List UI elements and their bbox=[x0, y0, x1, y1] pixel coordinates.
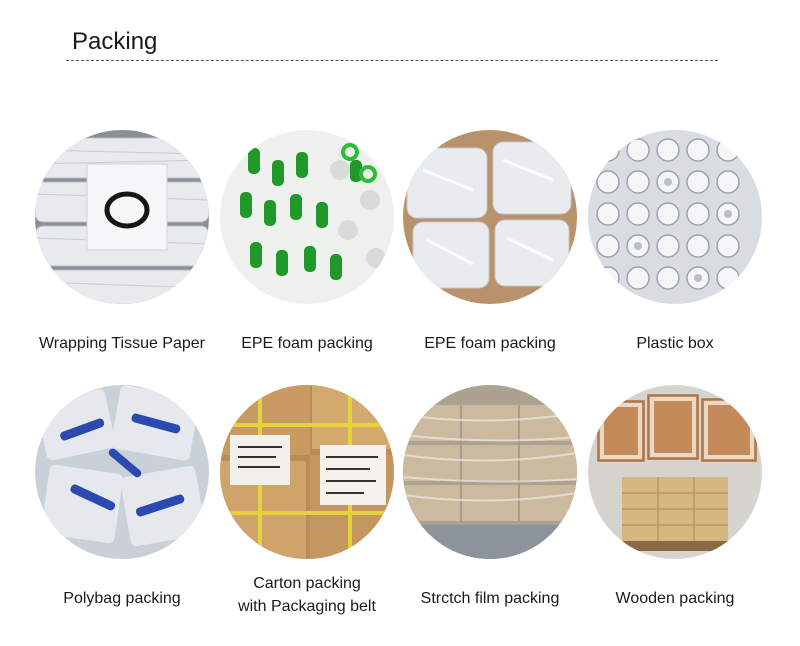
wooden-packing-photo bbox=[588, 385, 762, 559]
tissue-paper-photo bbox=[35, 130, 209, 304]
packing-item-tissue-paper: Wrapping Tissue Paper bbox=[22, 130, 222, 352]
caption-carton-line-2: with Packaging belt bbox=[238, 598, 376, 615]
stretch-film-photo bbox=[403, 385, 577, 559]
caption-epe-foam-1: EPE foam packing bbox=[241, 335, 373, 352]
packing-item-polybag: Polybag packing bbox=[22, 385, 222, 607]
packing-item-plastic-box: Plastic box bbox=[575, 130, 775, 352]
caption-polybag: Polybag packing bbox=[63, 590, 181, 607]
title-divider bbox=[66, 60, 718, 61]
caption-stretch-film: Strctch film packing bbox=[420, 590, 560, 607]
packing-item-carton-belt: Carton packing with Packaging belt bbox=[207, 385, 407, 615]
packing-item-epe-foam-white: EPE foam packing bbox=[390, 130, 590, 352]
caption-carton-line-1: Carton packing bbox=[253, 575, 361, 592]
epe-foam-white-photo bbox=[403, 130, 577, 304]
plastic-box-photo bbox=[588, 130, 762, 304]
packing-item-wooden: Wooden packing bbox=[575, 385, 775, 607]
page-title: Packing bbox=[72, 28, 158, 55]
caption-epe-foam-2: EPE foam packing bbox=[424, 335, 556, 352]
caption-plastic-box: Plastic box bbox=[636, 335, 714, 352]
packing-item-stretch-film: Strctch film packing bbox=[390, 385, 590, 607]
epe-foam-green-photo bbox=[220, 130, 394, 304]
packing-item-epe-foam-green: EPE foam packing bbox=[207, 130, 407, 352]
polybag-photo bbox=[35, 385, 209, 559]
caption-tissue-paper: Wrapping Tissue Paper bbox=[38, 335, 205, 352]
carton-belt-photo bbox=[220, 385, 394, 559]
caption-wooden: Wooden packing bbox=[615, 590, 735, 607]
caption-carton-belt: Carton packing with Packaging belt bbox=[207, 572, 407, 618]
